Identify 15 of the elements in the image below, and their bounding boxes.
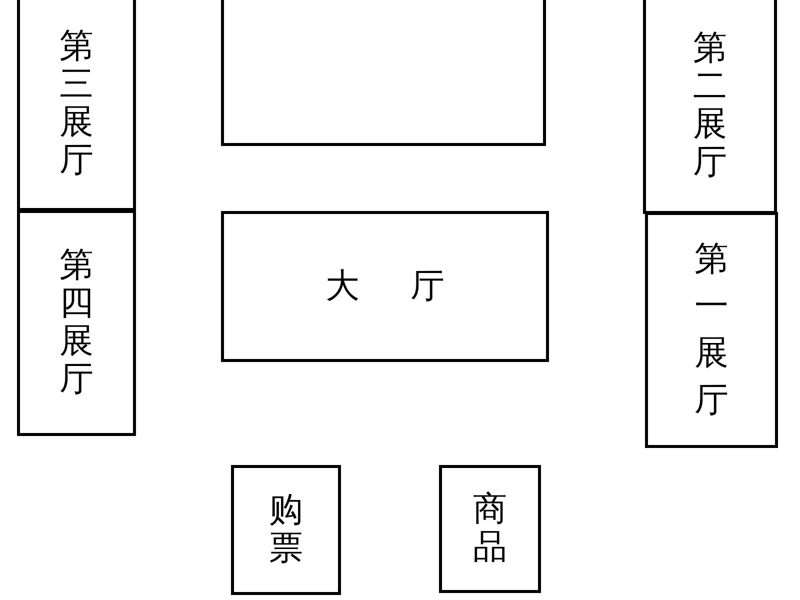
room-name: 第三展厅 [58,28,94,180]
room-name: 购票 [268,492,304,568]
room-name: 第一展厅 [694,240,730,421]
room-box [221,0,546,146]
hall-box [17,210,136,436]
hall-box [645,212,778,448]
shop-box [439,465,541,593]
lobby-box [221,211,549,362]
ticket-box [231,465,341,595]
hall-box [643,0,777,214]
room-name: 商品 [472,491,508,567]
room-name: 第二展厅 [692,30,728,182]
hall-box [17,0,136,211]
room-name: 大厅 [326,268,496,306]
room-name: 第四展厅 [58,247,94,399]
